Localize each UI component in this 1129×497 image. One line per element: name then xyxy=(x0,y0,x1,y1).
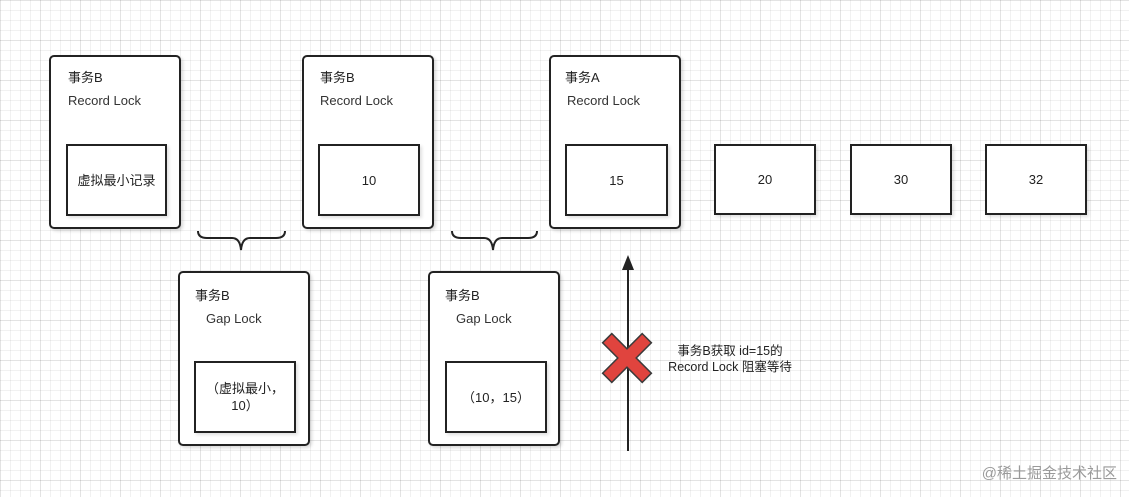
blocked-note-line-1: 事务B获取 id=15的 xyxy=(677,344,783,358)
lock-type: Gap Lock xyxy=(456,311,512,326)
lock-type: Gap Lock xyxy=(206,311,262,326)
gap-lock-box-1: 事务B Gap Lock （虚拟最小， 10） xyxy=(178,271,310,446)
lock-type: Record Lock xyxy=(320,93,393,108)
record-lock-box-1: 事务B Record Lock 虚拟最小记录 xyxy=(49,55,181,229)
gap-lock-box-2: 事务B Gap Lock （10，15） xyxy=(428,271,560,446)
record-cell-30: 30 xyxy=(850,144,952,215)
red-x-icon xyxy=(601,332,653,384)
lock-owner: 事务B xyxy=(68,70,103,85)
curly-brace-icon xyxy=(451,230,538,251)
record-value: 10 xyxy=(318,144,420,216)
curly-brace-icon xyxy=(197,230,286,251)
lock-owner: 事务B xyxy=(195,288,230,303)
record-cell-20: 20 xyxy=(714,144,816,215)
watermark: @稀土掘金技术社区 xyxy=(981,465,1117,482)
lock-owner: 事务B xyxy=(320,70,355,85)
record-cell-32: 32 xyxy=(985,144,1087,215)
blocked-note: 事务B获取 id=15的 Record Lock 阻塞等待 xyxy=(655,343,805,375)
gap-range: （虚拟最小， 10） xyxy=(194,361,296,433)
blocked-note-line-2: Record Lock 阻塞等待 xyxy=(668,360,792,374)
gap-range: （10，15） xyxy=(445,361,547,433)
gap-range-line-1: （虚拟最小， xyxy=(205,381,284,396)
lock-owner: 事务A xyxy=(565,70,600,85)
lock-owner: 事务B xyxy=(445,288,480,303)
gap-range-line-1: （10，15） xyxy=(462,389,530,405)
record-value: 15 xyxy=(565,144,668,216)
lock-type: Record Lock xyxy=(567,93,640,108)
gap-range-line-2: 10） xyxy=(231,398,259,413)
lock-type: Record Lock xyxy=(68,93,141,108)
record-lock-box-3: 事务A Record Lock 15 xyxy=(549,55,681,229)
record-value: 虚拟最小记录 xyxy=(66,144,167,216)
record-lock-box-2: 事务B Record Lock 10 xyxy=(302,55,434,229)
arrow-head xyxy=(622,255,634,270)
